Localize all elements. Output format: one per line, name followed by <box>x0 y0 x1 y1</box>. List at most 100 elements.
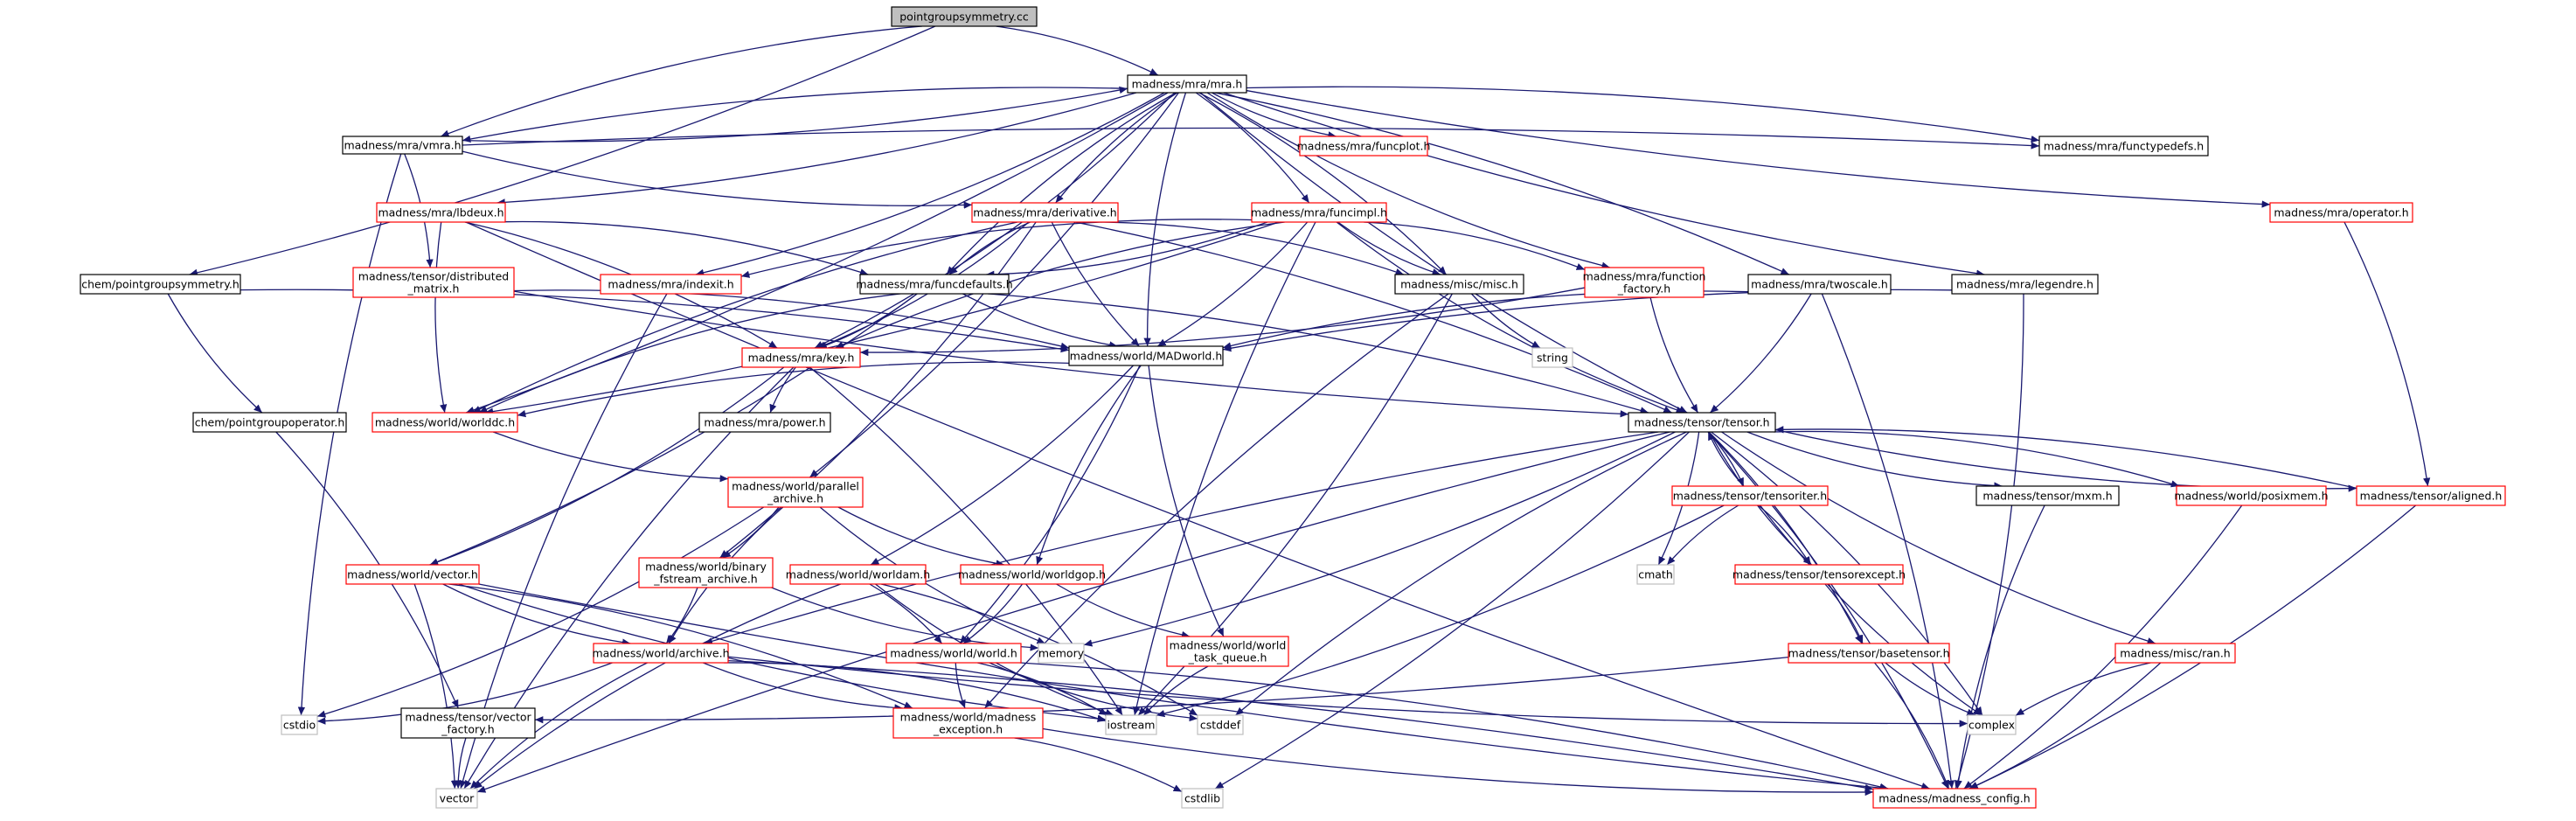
edge-tensorexcept-to-basetensor <box>1824 583 1864 644</box>
node-config[interactable]: madness/madness_config.h <box>1872 788 2037 809</box>
edge-aligned-to-tensor <box>1774 426 2357 490</box>
node-chempgop[interactable]: chem/pointgroupoperator.h <box>192 412 347 433</box>
node-chempg[interactable]: chem/pointgroupsymmetry.h <box>80 274 241 295</box>
node-functypedefs[interactable]: madness/mra/functypedefs.h <box>2038 136 2209 157</box>
node-madworld[interactable]: madness/world/MADworld.h <box>1068 345 1224 366</box>
edge-mra_h-to-twoscale <box>1214 92 1790 275</box>
node-cmath-box <box>1636 564 1675 585</box>
node-archive-label: madness/world/archive.h <box>592 647 729 660</box>
node-power[interactable]: madness/mra/power.h <box>698 412 831 433</box>
node-worldh[interactable]: madness/world/world.h <box>885 643 1022 664</box>
node-posixmem[interactable]: madness/world/posixmem.h <box>2174 485 2329 506</box>
edge-funcdefaults-to-madworld <box>962 293 1118 349</box>
edge-derivative-to-funcdefaults <box>948 221 1031 275</box>
edge-worldam-to-vector <box>473 583 842 790</box>
node-taskqueue-label: madness/world/world <box>1170 639 1287 652</box>
node-mra_h[interactable]: madness/mra/mra.h <box>1127 74 1247 94</box>
edge-tensoriter-to-cmath <box>1666 504 1739 566</box>
node-vector: vector <box>435 788 478 809</box>
node-legendre[interactable]: madness/mra/legendre.h <box>1951 274 2099 295</box>
node-worldam[interactable]: madness/world/worldam.h <box>786 564 930 585</box>
node-taskqueue-box <box>1166 636 1289 667</box>
edge-worldh-to-cstddef <box>989 662 1198 722</box>
node-vmra[interactable]: madness/mra/vmra.h <box>342 136 463 155</box>
node-lbdeux[interactable]: madness/mra/lbdeux.h <box>376 202 506 223</box>
edge-worldvector-to-config <box>478 583 1889 792</box>
node-worlddc[interactable]: madness/world/worlddc.h <box>371 412 518 433</box>
node-distributed[interactable]: madness/tensor/distributed_matrix.h <box>352 267 515 298</box>
node-binary-label: _fstream_archive.h <box>653 573 757 586</box>
node-derivative[interactable]: madness/mra/derivative.h <box>971 202 1119 223</box>
node-aligned[interactable]: madness/tensor/aligned.h <box>2356 485 2506 506</box>
node-operator[interactable]: madness/mra/operator.h <box>2269 202 2413 223</box>
node-memory-label: memory <box>1038 647 1085 660</box>
node-funcdefaults-box <box>859 274 1010 295</box>
node-twoscale-label: madness/mra/twoscale.h <box>1751 278 1888 291</box>
node-funcimpl[interactable]: madness/mra/funcimpl.h <box>1251 202 1387 223</box>
edge-root-to-mra_h <box>996 25 1159 76</box>
node-indexit[interactable]: madness/mra/indexit.h <box>600 274 742 295</box>
edge-madexcept-to-cstdlib <box>1014 737 1183 793</box>
node-archive[interactable]: madness/world/archive.h <box>592 643 730 664</box>
edge-ran-to-complex <box>2015 662 2151 716</box>
edge-worldam-to-worldh <box>869 583 943 644</box>
node-funcplot[interactable]: madness/mra/funcplot.h <box>1297 136 1431 157</box>
node-madexcept[interactable]: madness/world/madness_exception.h <box>892 707 1044 739</box>
node-ran[interactable]: madness/misc/ran.h <box>2114 643 2236 664</box>
node-funcdefaults[interactable]: madness/mra/funcdefaults.h <box>856 274 1013 295</box>
node-tensorexcept[interactable]: madness/tensor/tensorexcept.h <box>1732 564 1906 585</box>
edge-lbdeux-to-worlddc <box>434 221 448 414</box>
node-string-box <box>1531 347 1573 368</box>
node-mxm[interactable]: madness/tensor/mxm.h <box>1975 485 2120 506</box>
node-legendre-box <box>1951 274 2099 295</box>
edge-lbdeux-to-funcdefaults <box>504 220 869 276</box>
node-worldvector[interactable]: madness/world/vector.h <box>345 564 480 585</box>
node-iostream-box <box>1105 714 1157 735</box>
node-aligned-label: madness/tensor/aligned.h <box>2360 490 2503 503</box>
edge-tensoriter-to-iostream <box>1156 504 1725 718</box>
node-iostream-label: iostream <box>1107 719 1156 732</box>
node-tensoriter[interactable]: madness/tensor/tensoriter.h <box>1671 485 1829 506</box>
node-tensor[interactable]: madness/tensor/tensor.h <box>1628 412 1776 433</box>
edge-worlddc-to-parallel <box>492 431 729 483</box>
node-vecfactory[interactable]: madness/tensor/vector_factory.h <box>400 707 536 739</box>
edge-funcfactory-to-tensor <box>1649 296 1699 414</box>
node-complex-box <box>1967 714 2017 735</box>
node-twoscale-box <box>1747 274 1892 295</box>
node-distributed-label: madness/tensor/distributed <box>358 270 509 283</box>
node-binary-box <box>638 557 774 588</box>
node-string-label: string <box>1537 351 1568 365</box>
node-key[interactable]: madness/mra/key.h <box>741 347 861 368</box>
edge-mra_h-to-legendre <box>1223 92 1985 277</box>
edge-derivative-to-worlddc <box>472 221 1018 414</box>
node-vecfactory-label: madness/tensor/vector <box>405 711 531 724</box>
node-root[interactable]: pointgroupsymmetry.cc <box>891 6 1038 27</box>
edge-madworld-to-worldgop <box>1036 365 1142 566</box>
node-taskqueue[interactable]: madness/world/world_task_queue.h <box>1166 636 1289 667</box>
node-worldvector-box <box>345 564 480 585</box>
edge-parallel-to-cstdio <box>316 506 765 718</box>
node-funcfactory[interactable]: madness/mra/function_factory.h <box>1583 267 1706 298</box>
node-worldgop[interactable]: madness/world/worldgop.h <box>958 564 1106 585</box>
edge-lbdeux-to-config <box>465 221 1930 790</box>
edge-funcimpl-to-misc <box>1337 221 1441 276</box>
edge-root-to-vmra <box>440 25 922 137</box>
node-basetensor[interactable]: madness/tensor/basetensor.h <box>1788 643 1950 664</box>
node-twoscale[interactable]: madness/mra/twoscale.h <box>1747 274 1892 295</box>
edge-chempg-to-chempgop <box>167 293 263 414</box>
edge-funcdefaults-to-tensor <box>988 293 1649 414</box>
edge-worldvector-to-archive <box>442 583 631 646</box>
node-chempgop-box <box>192 412 347 433</box>
node-parallel[interactable]: madness/world/parallel_archive.h <box>727 477 864 508</box>
node-cmath-label: cmath <box>1638 568 1673 581</box>
node-madexcept-label: _exception.h <box>933 723 1003 736</box>
node-binary[interactable]: madness/world/binary_fstream_archive.h <box>638 557 774 588</box>
node-misc[interactable]: madness/misc/misc.h <box>1394 274 1524 295</box>
node-aligned-box <box>2356 485 2506 506</box>
node-tensoriter-label: madness/tensor/tensoriter.h <box>1673 490 1827 503</box>
node-vecfactory-box <box>400 707 536 739</box>
edge-mra_h-to-funcfactory <box>1206 92 1610 269</box>
edge-lbdeux-to-key <box>464 221 778 349</box>
edge-vecfactory-to-vector <box>454 737 467 790</box>
edge-tensor-to-vector <box>476 431 1670 793</box>
